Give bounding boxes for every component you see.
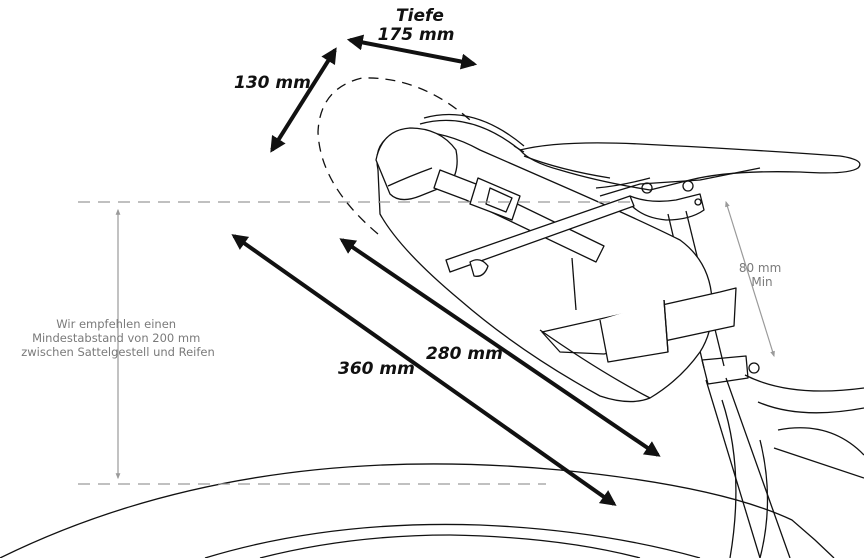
depth-label: 175 mm (378, 25, 455, 45)
min-gap-text: Min (751, 275, 772, 289)
clearance-note-line: Mindestabstand von 200 mm (32, 331, 200, 345)
outer-length-label: 360 mm (338, 359, 415, 379)
min-gap-label: 80 mm Min (739, 261, 785, 289)
dimension-arrows (231, 34, 661, 506)
outer-length-arrow (231, 234, 617, 506)
saddle (519, 142, 861, 221)
rear-wheel (0, 463, 835, 558)
min-gap-arrow (725, 200, 775, 358)
bike-frame (667, 210, 864, 558)
clearance-note-line: Wir empfehlen einen (56, 317, 176, 331)
inner-length-label: 280 mm (426, 344, 503, 364)
depth-word-label: Tiefe (396, 6, 444, 26)
height-arrow (270, 47, 337, 153)
height-label: 130 mm (234, 73, 311, 93)
min-gap-value: 80 mm (739, 261, 781, 275)
clearance-note-line: zwischen Sattelgestell und Reifen (21, 345, 215, 359)
depth-arrow (346, 34, 478, 70)
clearance-note: Wir empfehlen einen Mindestabstand von 2… (21, 317, 215, 359)
